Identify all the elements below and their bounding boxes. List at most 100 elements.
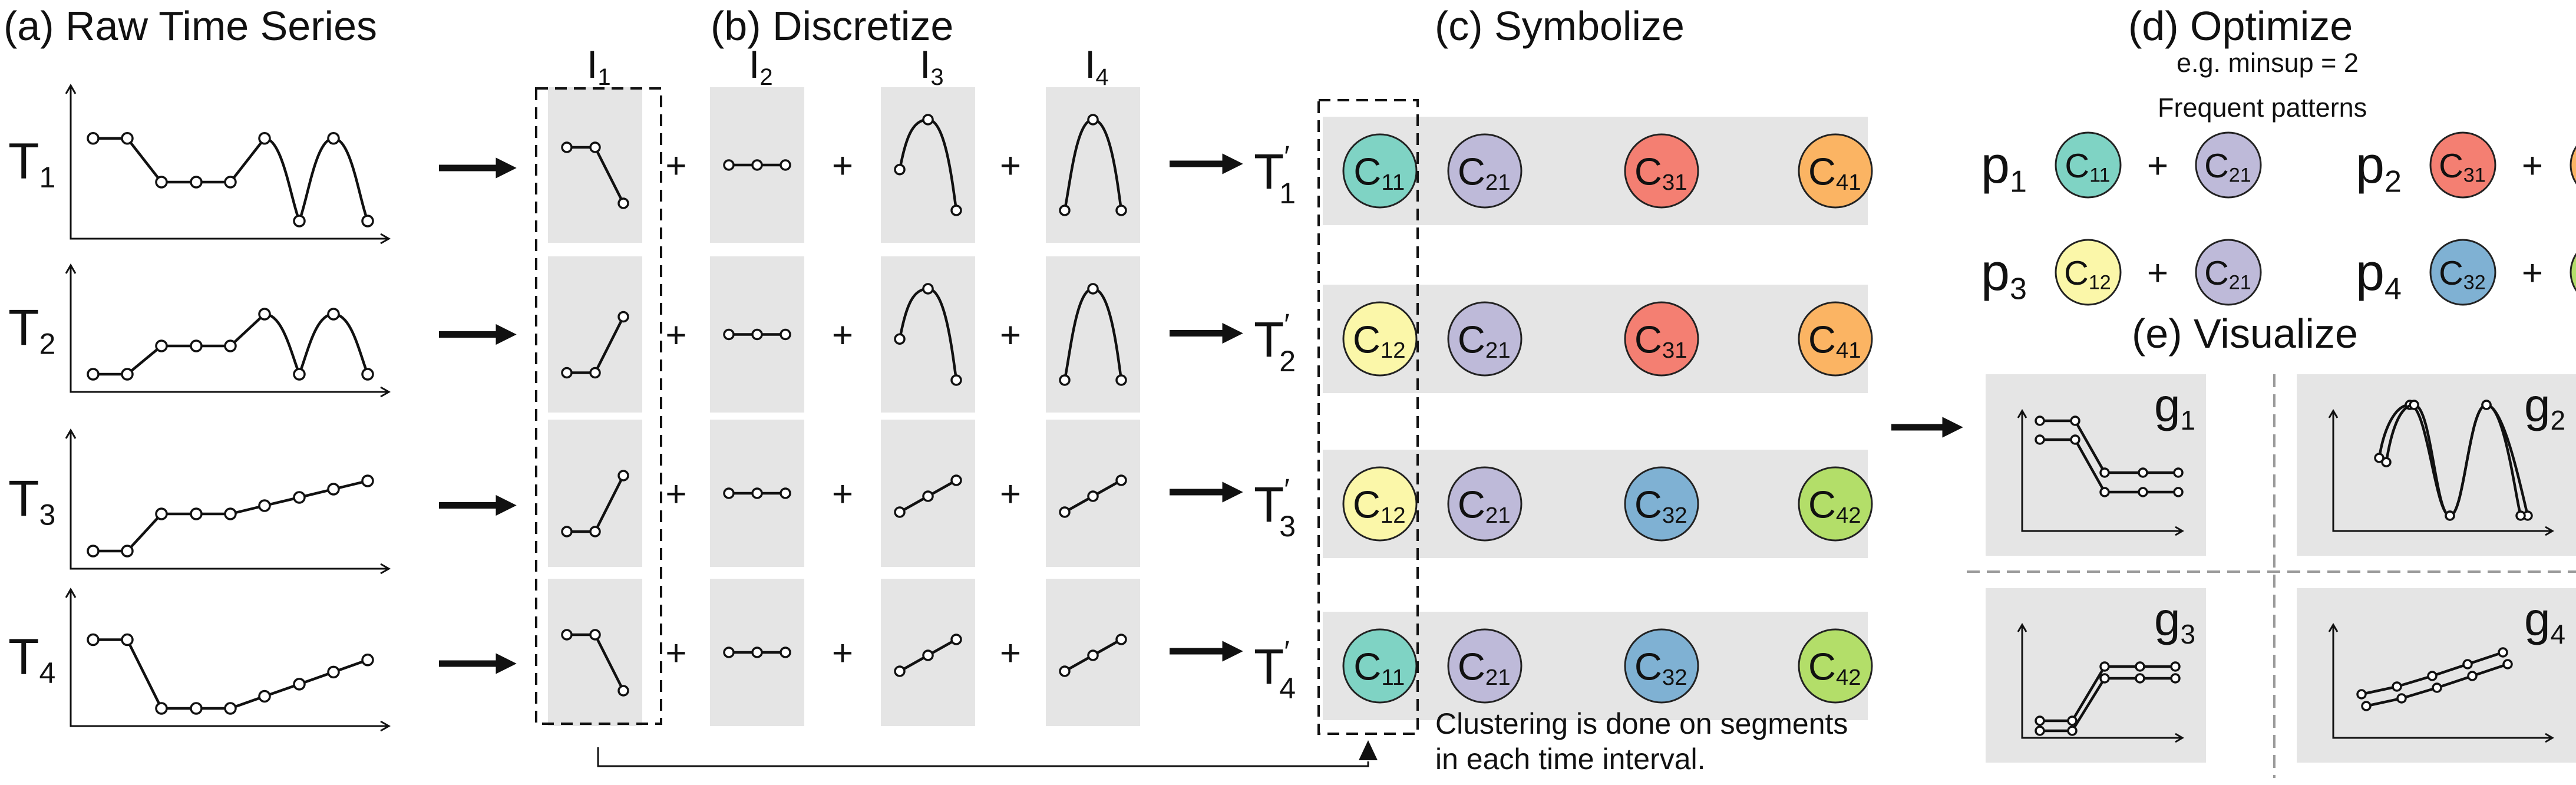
segment-point-t3-i3-0 (894, 506, 906, 518)
cluster-c11-seq1-label: C11 (1353, 150, 1405, 194)
segment-point-t2-i3-2 (950, 374, 962, 386)
glyph-panel-g1: g1 (1986, 374, 2206, 556)
cluster-c32-seq4-circle (1624, 628, 1699, 704)
series-label-t3: T3 (8, 471, 55, 532)
raw-series-3: T3 (8, 428, 517, 575)
pattern-label-p2-sub: 2 (2385, 165, 2402, 199)
raw-series-point-3-2 (155, 507, 168, 520)
pattern-label-p2-base: p (2356, 136, 2385, 194)
glyph-panel-bg-g2 (2297, 374, 2576, 556)
clustering-note-line-1: Clustering is done on segments (1435, 707, 1848, 740)
interval-label-i4: I4 (1085, 42, 1109, 90)
cluster-c32-seq3-label-sub: 32 (1662, 503, 1687, 528)
series-label-t4: T4 (8, 629, 55, 690)
cluster-c21-seq1-label-base: C (1458, 150, 1485, 193)
series-label-t4-sub: 4 (39, 657, 56, 690)
interval-label-i3-base: I (920, 42, 930, 86)
symbolized-label-t1-prime-sub: 1 (1279, 177, 1296, 210)
interval-label-i1: I1 (587, 42, 611, 90)
glyph-axis-y-tip-g4 (2328, 623, 2339, 632)
symbolized-label-t3-prime-base: T (1254, 477, 1284, 532)
raw-series-4: T4 (8, 587, 517, 732)
segment-point-t3-i4-0 (1059, 506, 1071, 518)
pattern-p1-cluster-b-label: C21 (2204, 147, 2251, 187)
segment-box-t3-i3: + (881, 420, 1021, 567)
interval-label-i2-sub: 2 (759, 64, 772, 90)
pattern-p3-cluster-b-label-base: C (2204, 255, 2229, 292)
cluster-c41-seq1-label-sub: 41 (1836, 170, 1861, 195)
raw-series-point-2-5 (258, 308, 271, 321)
segment-point-t4-i4-0 (1059, 665, 1071, 677)
cluster-c31-seq1-label-sub: 31 (1662, 170, 1687, 195)
raw-axes-2 (70, 265, 389, 393)
cluster-c41-seq1: C41 (1798, 133, 1873, 209)
symbolized-label-t3-prime-sub: 3 (1279, 510, 1296, 543)
segment-point-t1-i1-0 (561, 141, 573, 153)
raw-series-point-2-0 (87, 368, 100, 381)
glyph-axis-x-tip-g3 (2175, 733, 2184, 743)
segment-box-t1-i3: + (881, 87, 1021, 243)
raw-series-line-1 (91, 137, 369, 223)
segment-point-t1-i3-1 (922, 114, 934, 126)
series-label-t1-sub: 1 (39, 161, 56, 194)
pattern-p1-cluster-b-label-sub: 21 (2229, 164, 2251, 186)
cluster-c12-seq2-label: C12 (1353, 318, 1406, 362)
glyph-panel-g2: g2 (2297, 374, 2576, 556)
cluster-c12-seq2-label-base: C (1353, 318, 1381, 361)
segment-point-t1-i3-0 (894, 163, 906, 176)
section-title-visualize: (e) Visualize (2132, 311, 2358, 357)
raw-axis-y-tip-3 (65, 428, 77, 439)
segment-box-t1-i4 (1046, 87, 1140, 243)
plus-t4-3: + (1000, 633, 1021, 674)
clustering-note-line-2: in each time interval. (1435, 743, 1706, 776)
cluster-c11-seq4-label-base: C (1353, 645, 1381, 688)
pattern-p3-cluster-a-label-sub: 12 (2089, 271, 2111, 293)
segment-point-t1-i3-2 (950, 205, 962, 216)
cluster-c42-seq4-label-sub: 42 (1836, 665, 1861, 690)
segment-point-t1-i1-1 (589, 141, 601, 153)
section-title-discretize: (b) Discretize (711, 3, 953, 49)
segment-point-t1-i4-1 (1087, 114, 1099, 126)
raw-axis-x-tip-3 (380, 563, 391, 575)
raw-series-point-4-8 (361, 654, 374, 667)
glyph-g3-point-a-1 (2067, 715, 2078, 726)
cluster-c31-seq2-label: C31 (1634, 318, 1687, 362)
segment-box-t2-i1: + (548, 256, 687, 413)
segment-point-t4-i2-1 (751, 647, 763, 658)
symbolized-label-t4-prime: T′4 (1254, 635, 1296, 705)
glyph-label-g2: g2 (2524, 379, 2565, 436)
raw-series-point-1-0 (87, 132, 100, 145)
glyph-axis-x-tip-g4 (2545, 733, 2554, 743)
segment-point-t4-i3-2 (950, 634, 962, 645)
cluster-c32-seq3-label: C32 (1634, 483, 1687, 527)
glyph-g1-point-b-3 (2138, 487, 2148, 497)
interval-1-highlight (535, 87, 662, 725)
segment-point-t2-i1-0 (561, 367, 573, 379)
cluster-c21-seq2-label-sub: 21 (1485, 338, 1511, 363)
pattern-label-p2: p2 (2356, 136, 2402, 199)
plus-t1-3: + (1000, 146, 1021, 186)
raw-series-1: T1 (8, 83, 517, 245)
cluster-c11-seq1: C11 (1342, 133, 1418, 209)
cluster-c41-seq2-label-base: C (1808, 318, 1836, 361)
segment-box-t3-i2: + (710, 420, 853, 567)
cluster-c32-seq4-label-sub: 32 (1662, 665, 1687, 690)
pattern-label-p4-base: p (2356, 243, 2385, 301)
series-label-t1: T1 (8, 133, 55, 194)
pattern-p2-cluster-a-label-base: C (2439, 147, 2463, 185)
cluster-c32-seq4-label-base: C (1634, 645, 1662, 688)
plus-t2-2: + (832, 315, 853, 356)
cluster-c21-seq1-label: C21 (1458, 150, 1511, 194)
pattern-p4-cluster-a-label-sub: 32 (2463, 271, 2486, 293)
glyph-g1-point-b-4 (2173, 487, 2184, 497)
glyph-label-g3: g3 (2154, 593, 2195, 649)
glyph-axes-g1 (2021, 411, 2182, 532)
cluster-c32-seq3-circle (1624, 466, 1699, 542)
glyph-label-g3-base: g (2154, 593, 2181, 645)
glyph-g2-point-1-2 (2445, 510, 2455, 521)
raw-axes-4 (70, 589, 389, 727)
